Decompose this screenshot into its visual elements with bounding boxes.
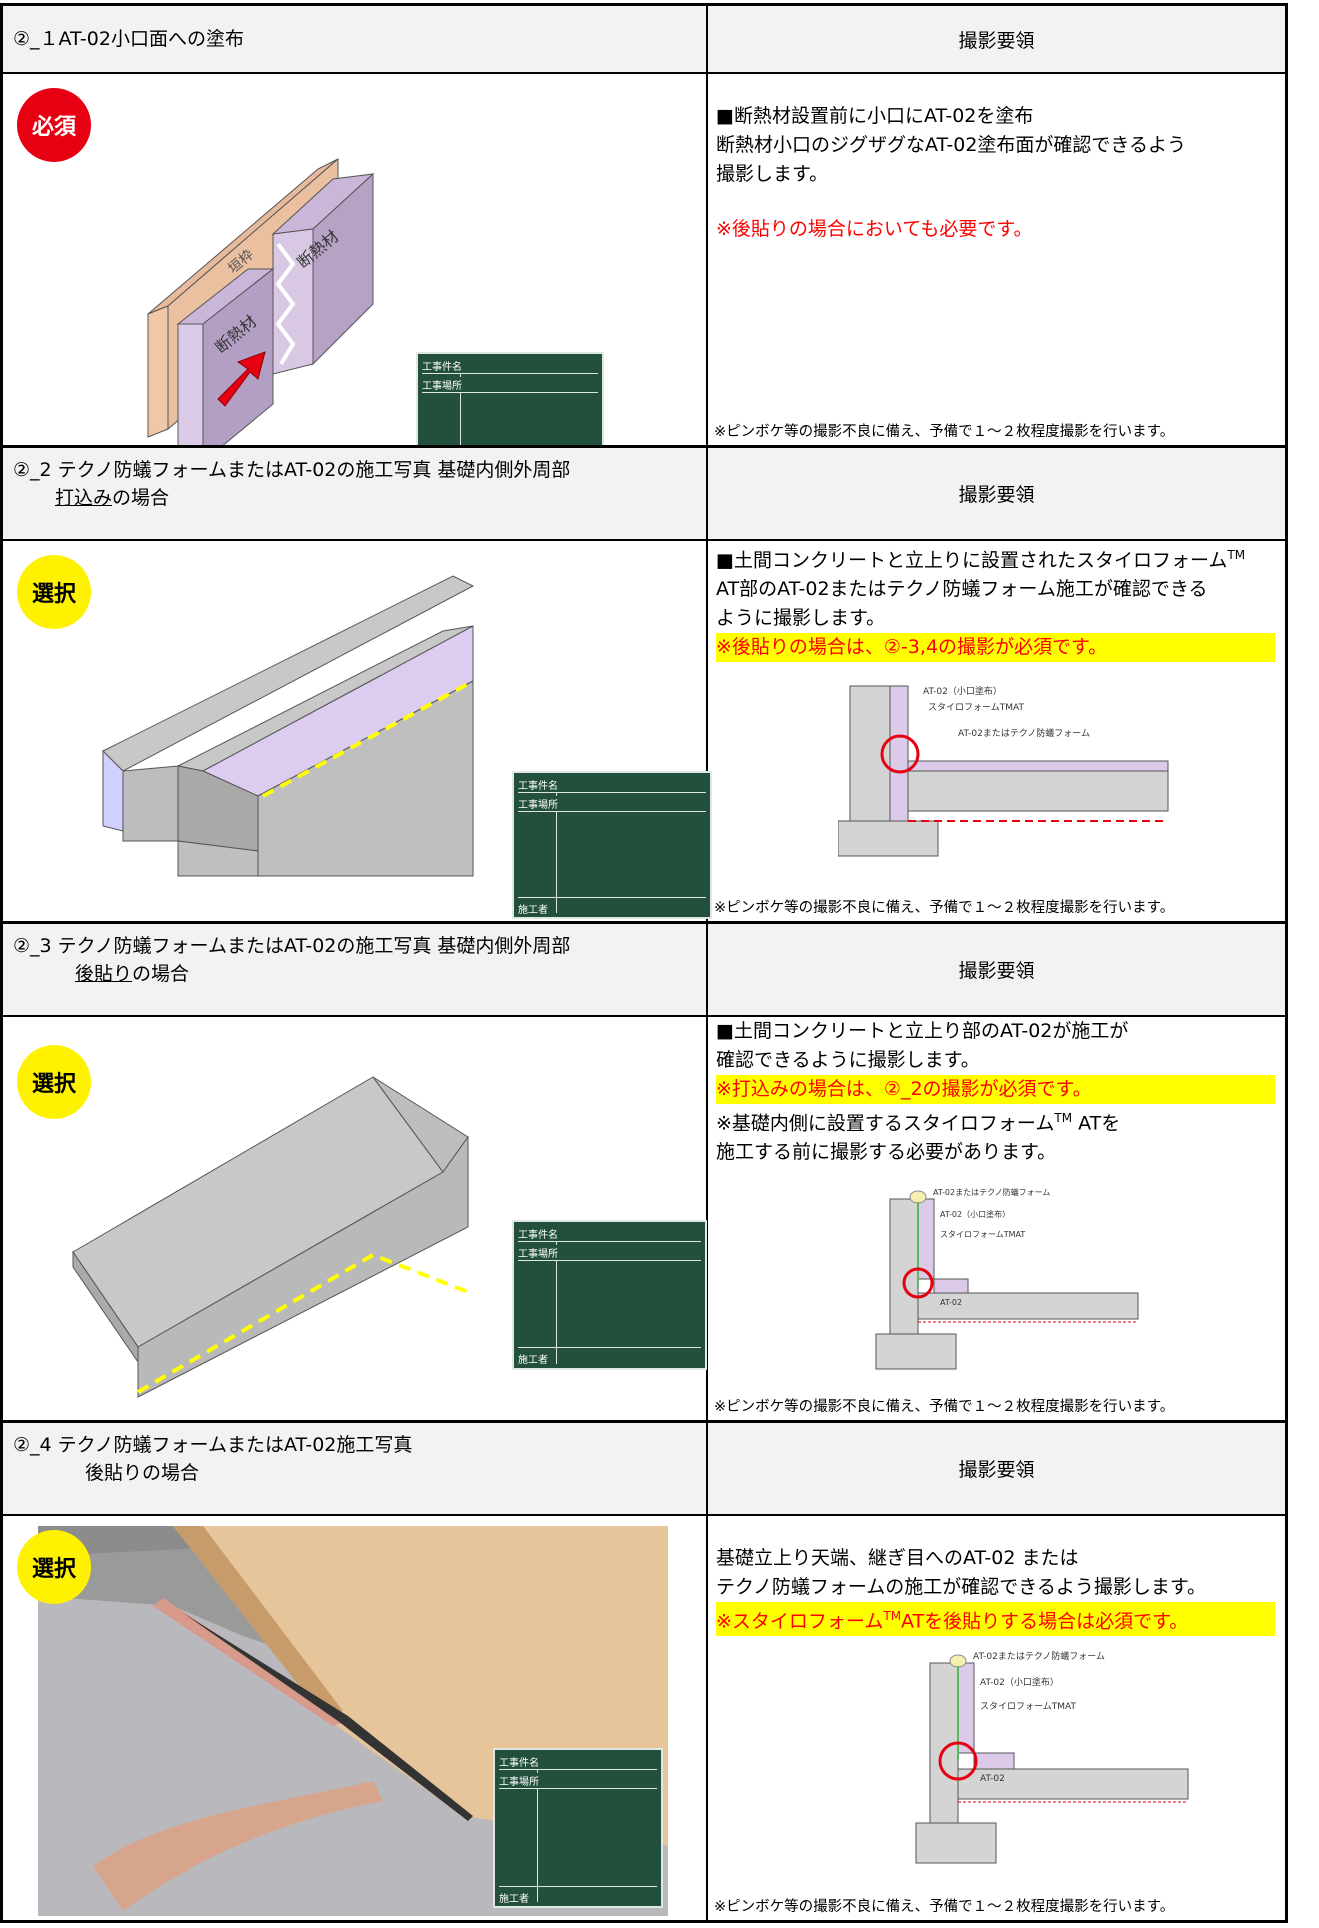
section-2-header: ②_2 テクノ防蟻フォームまたはAT-02の施工写真 基礎内側外周部 打込みの場… [0, 445, 1288, 539]
section-1-note: ※ピンボケ等の撮影不良に備え、予備で１～２枚程度撮影を行います。 [714, 424, 1175, 440]
section-2-body: 選択 工事件名 工事場所 施工者 ■土間コンクリートと立上りに設置されたスタイロ… [0, 539, 1288, 921]
section-4-highlight: ※スタイロフォームTMATを後貼りする場合は必須です。 [716, 1602, 1275, 1637]
section-3-header: ②_3 テクノ防蟻フォームまたはAT-02の施工写真 基礎内側外周部 後貼りの場… [0, 921, 1288, 1015]
section-3-illustration: 選択 工事件名 工事場所 施工者 [3, 1017, 708, 1420]
section-4-description: 基礎立上り天端、継ぎ目へのAT-02 または テクノ防蟻フォームの施工が確認でき… [708, 1516, 1285, 1920]
required-badge: 必須 [17, 88, 91, 162]
section-3-body: 選択 工事件名 工事場所 施工者 ■土間コンクリートと立上り部のAT-02が施工… [0, 1015, 1288, 1420]
section-1-header: ②_１AT-02小口面への塗布 撮影要領 [0, 3, 1288, 72]
section-2-illustration: 選択 工事件名 工事場所 施工者 [3, 541, 712, 921]
section-2-note: ※ピンボケ等の撮影不良に備え、予備で１～２枚程度撮影を行います。 [714, 900, 1175, 916]
svg-text:AT-02またはテクノ防蟻フォーム: AT-02またはテクノ防蟻フォーム [973, 1651, 1105, 1662]
section-3-diagram: AT-02またはテクノ防蟻フォーム AT-02（小口塗布） スタイロフォームTM… [875, 1187, 1139, 1370]
section-3-highlight: ※打込みの場合は、②_2の撮影が必須です。 [716, 1075, 1275, 1104]
section-2-method-label: 撮影要領 [708, 448, 1285, 539]
section-4-body: 選択 工事件名 工事場所 施工者 基礎立上り天端、継ぎ目へのAT-02 または … [0, 1514, 1288, 1923]
photo-board: 工事件名 工事場所 施工者 [512, 771, 712, 919]
slab-illustration [102, 575, 475, 877]
section-4-photo: 選択 工事件名 工事場所 施工者 [3, 1516, 708, 1920]
section-1-illustration: 必須 断熱材 断熱材 垣枠 工事件名 工事場所 [3, 74, 708, 490]
section-3-title: ②_3 テクノ防蟻フォームまたはAT-02の施工写真 基礎内側外周部 後貼りの場… [3, 924, 708, 1015]
section-4-header: ②_4 テクノ防蟻フォームまたはAT-02施工写真 後貼りの場合 撮影要領 [0, 1420, 1288, 1514]
section-2-diagram: AT-02（小口塗布） スタイロフォームTMAT AT-02またはテクノ防蟻フォ… [838, 685, 1169, 857]
section-3-description: ■土間コンクリートと立上り部のAT-02が施工が 確認できるように撮影します。 … [708, 1017, 1285, 1420]
section-1-description: ■断熱材設置前に小口にAT-02を塗布 断熱材小口のジグザグなAT-02塗布面が… [708, 74, 1285, 445]
svg-text:AT-02またはテクノ防蟻フォーム: AT-02またはテクノ防蟻フォーム [933, 1187, 1050, 1197]
section-1-title: ②_１AT-02小口面への塗布 [3, 6, 708, 72]
section-2-description: ■土間コンクリートと立上りに設置されたスタイロフォームTM AT部のAT-02ま… [708, 541, 1285, 921]
section-3-note: ※ピンボケ等の撮影不良に備え、予備で１～２枚程度撮影を行います。 [714, 1399, 1175, 1415]
section-4-method-label: 撮影要領 [708, 1423, 1285, 1514]
svg-text:AT-02: AT-02 [940, 1298, 962, 1307]
photo-board: 工事件名 工事場所 施工者 [512, 1220, 707, 1370]
insulation-illustration: 断熱材 断熱材 垣枠 [147, 157, 375, 445]
section-4-diagram: AT-02またはテクノ防蟻フォーム AT-02（小口塗布） スタイロフォームTM… [915, 1651, 1189, 1864]
section-4-title: ②_4 テクノ防蟻フォームまたはAT-02施工写真 後貼りの場合 [3, 1423, 708, 1514]
svg-text:AT-02（小口塗布）: AT-02（小口塗布） [980, 1676, 1059, 1688]
section-1-method-label: 撮影要領 [708, 6, 1285, 72]
svg-text:AT-02: AT-02 [980, 1774, 1005, 1784]
optional-badge: 選択 [17, 1045, 91, 1119]
slab-illustration [72, 1076, 469, 1398]
section-2-highlight: ※後貼りの場合は、②-3,4の撮影が必須です。 [716, 633, 1275, 663]
optional-badge: 選択 [17, 555, 91, 629]
section-3-method-label: 撮影要領 [708, 924, 1285, 1015]
photo-board: 工事件名 工事場所 施工者 [493, 1748, 663, 1908]
svg-text:スタイロフォームTMAT: スタイロフォームTMAT [940, 1230, 1025, 1239]
optional-badge: 選択 [17, 1530, 91, 1604]
section-1-highlight: ※後貼りの場合においても必要です。 [716, 218, 1033, 240]
svg-text:AT-02（小口塗布）: AT-02（小口塗布） [923, 685, 1002, 697]
svg-text:スタイロフォームTMAT: スタイロフォームTMAT [928, 702, 1024, 713]
svg-text:AT-02またはテクノ防蟻フォーム: AT-02またはテクノ防蟻フォーム [958, 727, 1090, 739]
section-2-title: ②_2 テクノ防蟻フォームまたはAT-02の施工写真 基礎内側外周部 打込みの場… [3, 448, 708, 539]
section-4-note: ※ピンボケ等の撮影不良に備え、予備で１～２枚程度撮影を行います。 [714, 1899, 1175, 1915]
section-1-body: 必須 断熱材 断熱材 垣枠 工事件名 工事場所 [0, 72, 1288, 490]
svg-text:スタイロフォームTMAT: スタイロフォームTMAT [980, 1701, 1076, 1712]
svg-text:AT-02（小口塗布）: AT-02（小口塗布） [940, 1209, 1010, 1219]
